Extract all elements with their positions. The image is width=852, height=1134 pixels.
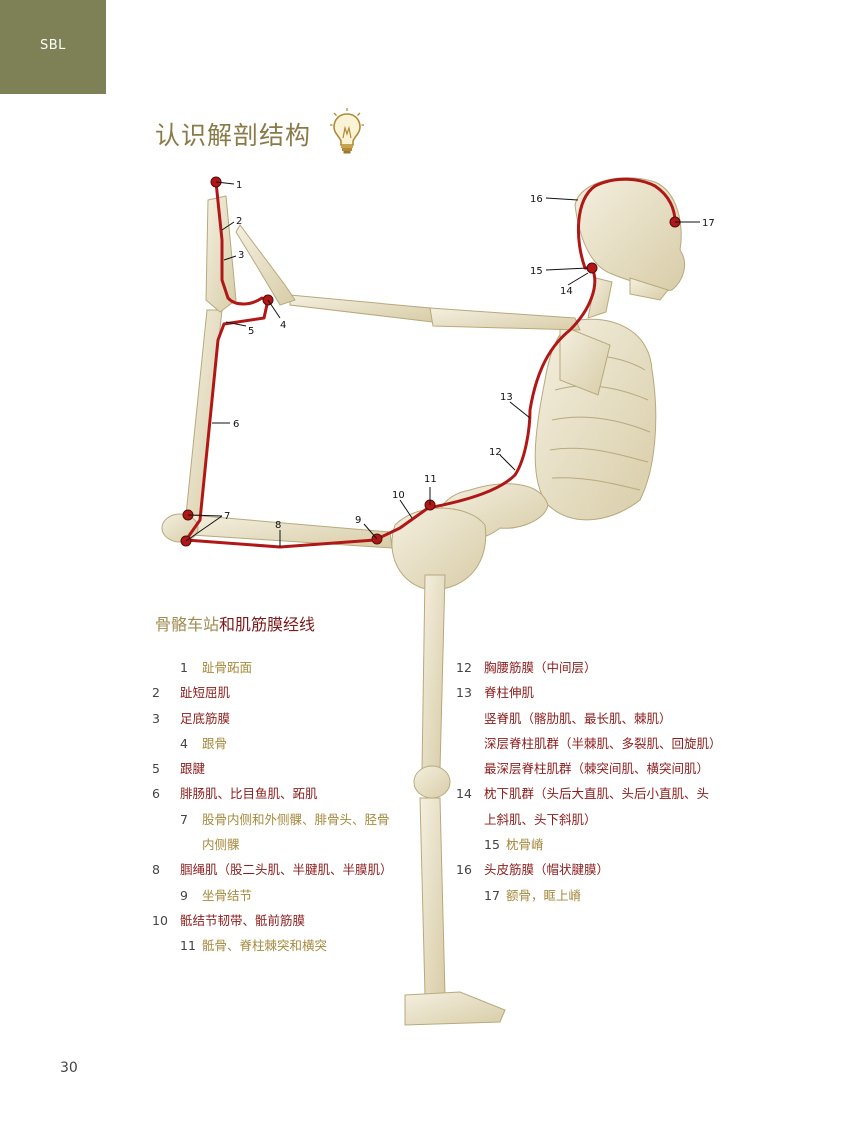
- legend-number: 4: [180, 735, 188, 751]
- callout-6: 6: [233, 419, 239, 430]
- legend-item: 9 坐骨结节: [152, 883, 422, 908]
- legend-item: 4 跟骨: [152, 731, 422, 756]
- callout-1: 1: [236, 180, 242, 191]
- skeleton-bones: [161, 177, 685, 1026]
- legend-number: 3: [152, 710, 160, 726]
- legend-number: 11: [180, 938, 196, 954]
- legend-number: 6: [152, 786, 160, 802]
- legend-text: 内侧髁: [202, 837, 240, 853]
- legend-text: 头皮筋膜（帽状腱膜）: [484, 862, 610, 878]
- legend-item: 16 头皮筋膜（帽状腱膜）: [456, 857, 756, 882]
- legend-number: 5: [152, 761, 160, 777]
- legend-text: 枕下肌群（头后大直肌、头后小直肌、头: [484, 786, 710, 802]
- legend-text: 最深层脊柱肌群（棘突间肌、横突间肌）: [484, 761, 710, 777]
- page-title: 认识解剖结构: [155, 121, 312, 150]
- legend-number: 8: [152, 862, 160, 878]
- legend-text: 枕骨嵴: [506, 837, 544, 853]
- legend-number: 15: [484, 837, 500, 853]
- legend-item: 3 足底筋膜: [152, 706, 422, 731]
- callout-8: 8: [275, 520, 281, 531]
- legend-item: 2 趾短屈肌: [152, 680, 422, 705]
- legend-item: 12 胸腰筋膜（中间层）: [456, 655, 756, 680]
- legend-item: 1 趾骨跖面: [152, 655, 422, 680]
- legend-text: 趾短屈肌: [180, 685, 231, 701]
- legend-item: 最深层脊柱肌群（棘突间肌、横突间肌）: [456, 756, 756, 781]
- superficial-back-line: [184, 177, 677, 549]
- callout-9: 9: [355, 515, 361, 526]
- legend-text: 跟腱: [180, 761, 206, 777]
- skeleton-figure: 1 2 3 4 5 6 7 8 9 10 11 12 13 14 15 16 1…: [161, 176, 715, 1026]
- legend-text: 骶骨、脊柱棘突和横突: [202, 938, 328, 954]
- legend-right: 12 胸腰筋膜（中间层） 13 脊柱伸肌竖脊肌（髂肋肌、最长肌、棘肌） 深层脊柱肌群（半…: [456, 655, 756, 908]
- section-title-stations: 骨骼车站: [155, 615, 220, 634]
- legend-item: 上斜肌、头下斜肌）: [456, 807, 756, 832]
- callout-15: 15: [530, 266, 543, 277]
- callout-16: 16: [530, 194, 543, 205]
- callout-10: 10: [392, 490, 405, 501]
- callout-17: 17: [702, 218, 715, 229]
- legend-number: 12: [456, 660, 472, 675]
- legend-number: 13: [456, 685, 472, 701]
- legend-text: 腘绳肌（股二头肌、半腱肌、半膜肌）: [180, 862, 393, 878]
- legend-text: 坐骨结节: [202, 887, 253, 903]
- legend-item: 6 腓肠肌、比目鱼肌、跖肌: [152, 781, 422, 806]
- legend-item: 17 额骨，眶上嵴: [456, 883, 756, 908]
- legend-number: 1: [180, 660, 188, 675]
- legend-text: 趾骨跖面: [202, 660, 253, 675]
- legend-text: 额骨，眶上嵴: [506, 887, 582, 903]
- callout-4: 4: [280, 320, 286, 331]
- legend-number: 2: [152, 685, 160, 701]
- legend-left: 1 趾骨跖面 2 趾短屈肌 3 足底筋膜 4 跟骨 5 跟腱 6 腓肠肌、比目鱼肌、跖肌 7 股骨内侧和外…: [152, 655, 422, 959]
- leader-lines: [185, 181, 700, 547]
- legend-item: 11 骶骨、脊柱棘突和横突: [152, 933, 422, 958]
- legend-item: 竖脊肌（髂肋肌、最长肌、棘肌）: [456, 706, 756, 731]
- legend-number: 17: [484, 887, 500, 903]
- legend-item: 5 跟腱: [152, 756, 422, 781]
- section-title-tracks: 和肌筋膜经线: [219, 615, 316, 634]
- legend-text: 骶结节韧带、骶前筋膜: [180, 912, 306, 928]
- lightbulb-icon: [330, 108, 364, 154]
- legend-number: 16: [456, 862, 472, 878]
- legend-item: 13 脊柱伸肌: [456, 680, 756, 705]
- callout-11: 11: [424, 474, 437, 485]
- legend-text: 深层脊柱肌群（半棘肌、多裂肌、回旋肌）: [484, 735, 722, 751]
- legend-item: 10 骶结节韧带、骶前筋膜: [152, 908, 422, 933]
- legend-item: 14 枕下肌群（头后大直肌、头后小直肌、头: [456, 781, 756, 806]
- legend-item: 8 腘绳肌（股二头肌、半腱肌、半膜肌）: [152, 857, 422, 882]
- callout-14: 14: [560, 286, 573, 297]
- legend-text: 足底筋膜: [180, 710, 231, 726]
- legend-text: 腓肠肌、比目鱼肌、跖肌: [180, 786, 318, 802]
- legend-number: 14: [456, 786, 472, 802]
- legend-item: 内侧髁: [152, 832, 422, 857]
- legend-item: 7 股骨内侧和外侧髁、腓骨头、胫骨: [152, 807, 422, 832]
- callout-3: 3: [238, 250, 244, 261]
- page-number: 30: [60, 1060, 78, 1076]
- callout-5: 5: [248, 326, 254, 337]
- section-tab: SBL: [0, 0, 106, 94]
- legend-item: 15 枕骨嵴: [456, 832, 756, 857]
- callout-7: 7: [224, 511, 230, 522]
- section-tab-label: SBL: [40, 38, 66, 53]
- callout-13: 13: [500, 392, 513, 403]
- section-title: 骨骼车站和肌筋膜经线: [155, 611, 315, 635]
- legend-text: 竖脊肌（髂肋肌、最长肌、棘肌）: [484, 710, 672, 726]
- legend-item: 深层脊柱肌群（半棘肌、多裂肌、回旋肌）: [456, 731, 756, 756]
- legend-text: 上斜肌、头下斜肌）: [484, 811, 597, 827]
- legend-text: 股骨内侧和外侧髁、腓骨头、胫骨: [202, 811, 390, 827]
- legend-number: 10: [152, 912, 168, 928]
- legend-text: 脊柱伸肌: [484, 685, 535, 701]
- legend-number: 7: [180, 811, 188, 827]
- legend-number: 9: [180, 887, 188, 903]
- callout-2: 2: [236, 216, 242, 227]
- callout-12: 12: [489, 447, 502, 458]
- legend-text: 胸腰筋膜（中间层）: [484, 660, 597, 675]
- legend-text: 跟骨: [202, 735, 228, 751]
